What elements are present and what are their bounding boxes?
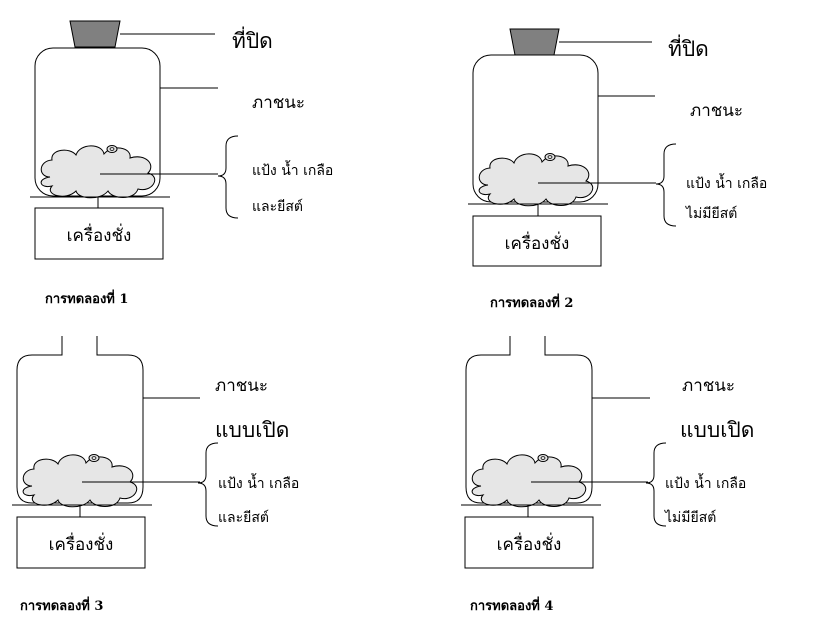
open-label-3: แบบเปิด	[215, 418, 289, 442]
experiment-title-3: การทดลองที่ 3	[20, 596, 103, 614]
container-label-2: ภาชนะ	[690, 101, 743, 121]
scale-label-4: เครื่องชั่ง	[497, 532, 562, 555]
lid-label-1: ที่ปิด	[232, 26, 273, 53]
scale-4	[464, 516, 594, 569]
experiment-title-1: การทดลองที่ 1	[45, 289, 128, 307]
dough-2	[478, 153, 594, 207]
experiment-3: ภาชนะ แบบเปิด แป้ง น้ำ เกลือ และยีสต์ เค…	[12, 336, 299, 614]
contents-line1-3: แป้ง น้ำ เกลือ	[218, 473, 299, 492]
contents-line1-2: แป้ง น้ำ เกลือ	[686, 173, 767, 192]
contents-line2-1: และยีสต์	[252, 198, 303, 215]
contents-brace-2	[655, 143, 677, 227]
scale-label-3: เครื่องชั่ง	[49, 532, 114, 555]
dough-3	[22, 454, 138, 508]
container-label-4: ภาชนะ	[682, 376, 735, 396]
scale-3	[16, 516, 146, 569]
container-label-3: ภาชนะ	[215, 376, 268, 396]
open-label-4: แบบเปิด	[680, 418, 754, 442]
lid-label-2: ที่ปิด	[668, 34, 709, 61]
contents-line2-3: และยีสต์	[218, 509, 269, 526]
container-label-1: ภาชนะ	[252, 93, 305, 113]
experiment-2: ที่ปิด ภาชนะ แป้ง น้ำ เกลือ ไม่มียีสต์ เ…	[468, 28, 767, 311]
contents-line1-4: แป้ง น้ำ เกลือ	[665, 473, 746, 492]
scale-label-2: เครื่องชั่ง	[505, 231, 570, 254]
experiment-1: ที่ปิด ภาชนะ แป้ง น้ำ เกลือ และยีสต์ เคร…	[30, 20, 333, 307]
lid-2	[509, 28, 560, 56]
contents-brace-3	[197, 442, 219, 527]
scale-2	[472, 215, 602, 267]
experiment-title-4: การทดลองที่ 4	[470, 596, 553, 614]
scale-1	[34, 207, 164, 260]
contents-line2-4: ไม่มียีสต์	[664, 509, 716, 526]
lid-1	[69, 20, 121, 48]
contents-brace-1	[217, 135, 239, 219]
contents-brace-4	[645, 442, 667, 527]
experiment-title-2: การทดลองที่ 2	[490, 293, 573, 311]
contents-line1-1: แป้ง น้ำ เกลือ	[252, 160, 333, 179]
contents-line2-2: ไม่มียีสต์	[685, 205, 737, 222]
experiment-4: ภาชนะ แบบเปิด แป้ง น้ำ เกลือ ไม่มียีสต์ …	[461, 336, 754, 614]
scale-label-1: เครื่องชั่ง	[67, 223, 132, 246]
dough-1	[40, 145, 156, 199]
dough-4	[471, 454, 587, 508]
